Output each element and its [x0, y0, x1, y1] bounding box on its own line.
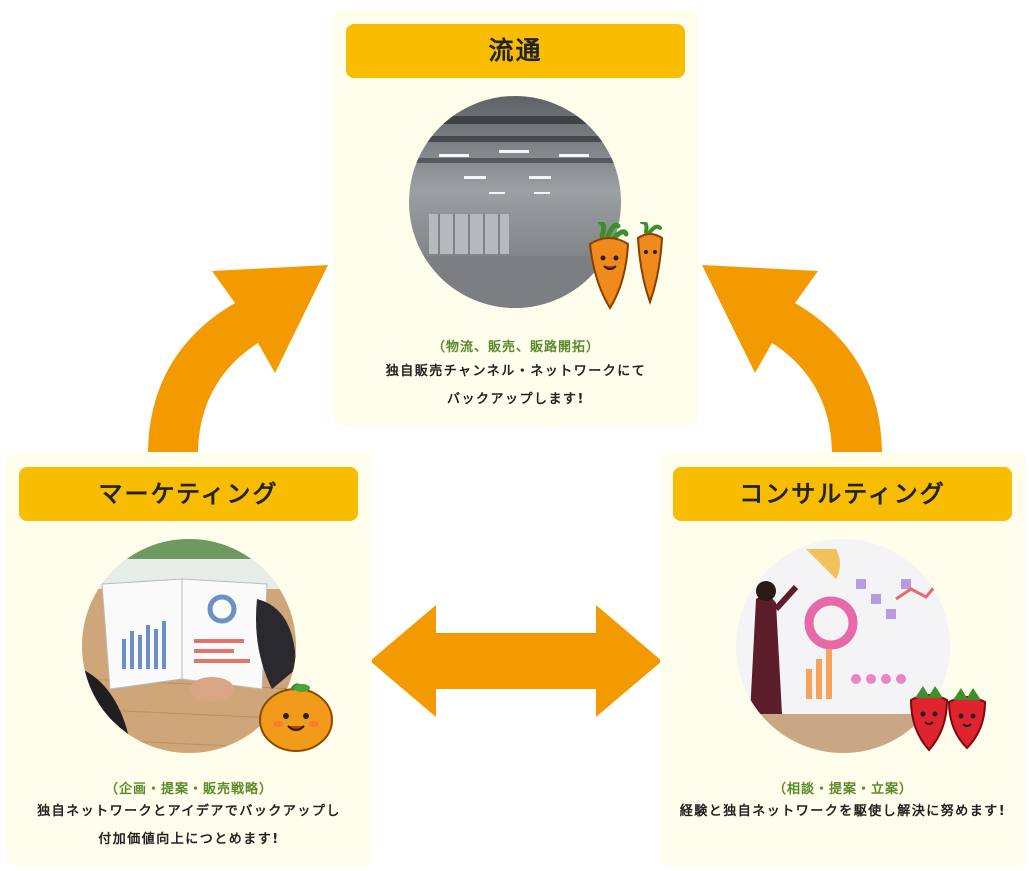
carrot-character-icon [588, 222, 664, 310]
distribution-subtitle: （物流、販売、販路開拓） [431, 340, 600, 355]
consulting-description: 経験と独自ネットワークを駆使し解決に努めます! [679, 804, 1007, 819]
consulting-card: コンサルティング [660, 452, 1026, 866]
warehouse-photo [409, 96, 621, 308]
distribution-card: 流通 [333, 10, 699, 426]
distribution-title: 流通 [346, 24, 685, 78]
marketing-card: マーケティング [6, 452, 372, 866]
marketing-title: マーケティング [19, 467, 358, 521]
distribution-description: 独自販売チャンネル・ネットワークにて バックアップします! [385, 364, 647, 407]
marketing-subtitle: （企画・提案・販売戦略） [104, 782, 273, 797]
curved-arrow-right [702, 265, 882, 455]
double-arrow [370, 605, 662, 717]
orange-character-icon [259, 683, 333, 752]
consulting-subtitle: （相談・提案・立案） [772, 782, 913, 797]
consulting-title: コンサルティング [673, 467, 1012, 521]
marketing-description: 独自ネットワークとアイデアでバックアップし 付加価値向上につとめます! [37, 804, 341, 847]
strawberry-character-icon [909, 686, 987, 752]
curved-arrow-left [148, 265, 328, 455]
